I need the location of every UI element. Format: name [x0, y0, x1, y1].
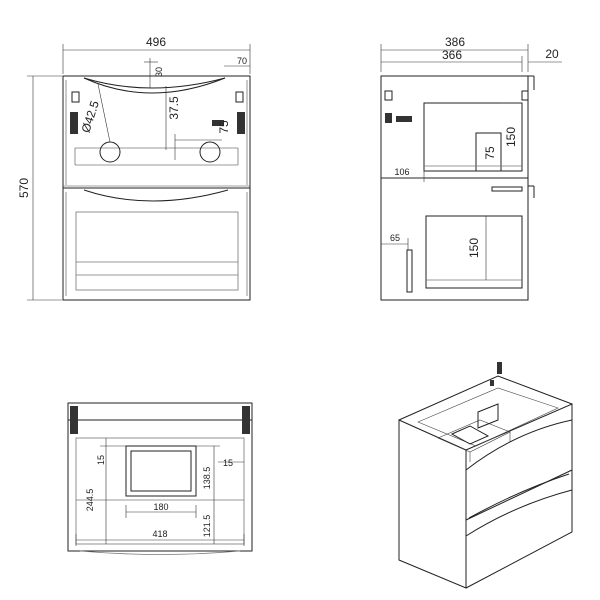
hinge-icon — [70, 112, 78, 134]
hole-diameter-label: Ø42.5 — [78, 99, 102, 135]
overall-inner-width-label: 418 — [152, 529, 167, 539]
upper-drawer-box — [423, 102, 523, 172]
handle-icon — [491, 186, 523, 192]
right-height-bottom-label: 121.5 — [202, 515, 212, 538]
right-height-top-label: 138.5 — [202, 467, 212, 490]
overall-width-label: 496 — [146, 35, 166, 49]
pipe-hole-right — [199, 141, 221, 163]
lower-drawer-box — [425, 215, 523, 289]
plan-cutout — [125, 445, 197, 497]
overall-height-label: 570 — [17, 178, 31, 198]
left-height-top-label: 15 — [96, 455, 106, 465]
side-offset-label: 70 — [237, 56, 247, 66]
lower-setback-label: 65 — [390, 233, 400, 243]
upper-cutout-height-label: 150 — [504, 127, 518, 147]
inner-tray — [75, 437, 245, 545]
top-curve — [83, 77, 226, 89]
iso-front-face — [398, 419, 467, 589]
hinge-icon — [385, 113, 392, 123]
upper-setback-label: 106 — [394, 167, 409, 177]
cutout-width-label: 180 — [153, 502, 168, 512]
pipe-hole-left — [99, 141, 121, 163]
hole-depth-label: 37.5 — [167, 96, 181, 120]
lower-cutout-height-label: 150 — [467, 238, 481, 258]
hinge-icon — [70, 406, 78, 434]
bracket-icon — [384, 90, 393, 101]
front-view: 496 570 — [17, 35, 251, 301]
inner-depth-label: 366 — [442, 48, 462, 62]
bracket-icon — [71, 91, 80, 103]
edge-offset-label: 30 — [154, 67, 164, 77]
upper-cutout-small-label: 75 — [483, 146, 497, 160]
left-height-bottom-label: 244.5 — [85, 489, 95, 512]
overall-depth-label: 386 — [445, 35, 465, 49]
plan-outline — [67, 402, 253, 552]
side-cabinet-outline — [380, 75, 529, 301]
iso-side-face — [465, 403, 573, 589]
side-view: 386 366 20 150 75 106 — [380, 35, 562, 301]
hole-spacing-label: 75 — [217, 120, 231, 134]
hinge-icon — [497, 362, 502, 374]
hinge-icon — [237, 112, 245, 134]
right-offset-label: 15 — [223, 458, 233, 468]
back-offset-label: 20 — [545, 47, 559, 61]
plan-view: 15 244.5 180 138.5 15 121.5 418 — [67, 402, 253, 555]
bracket-icon — [235, 91, 244, 103]
hinge-icon — [242, 406, 250, 434]
isometric-view — [398, 362, 573, 589]
iso-top-rim — [398, 375, 573, 421]
drawer-curve — [83, 189, 229, 202]
